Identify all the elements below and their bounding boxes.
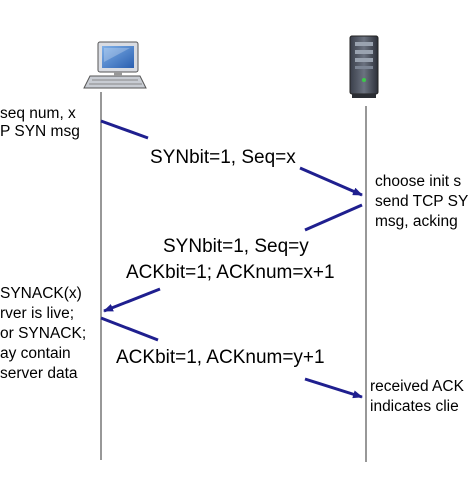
synack-message-label: ACKbit=1; ACKnum=x+1	[126, 262, 335, 283]
server-note-line: msg, acking	[375, 213, 458, 230]
ack-arrow-2	[304, 377, 363, 399]
server-tower-icon	[349, 35, 379, 98]
client-note-line: server data	[0, 365, 78, 382]
synack-arrow-1	[304, 203, 363, 232]
client-note-line: rver is live;	[0, 305, 75, 322]
synack-arrow-2	[103, 287, 161, 313]
desktop-computer-icon	[83, 41, 147, 89]
syn-message-label: SYNbit=1, Seq=x	[150, 147, 296, 168]
client-note-line: or SYNACK;	[0, 325, 87, 342]
syn-arrow-1	[100, 119, 149, 140]
ack-arrow-1	[100, 316, 159, 342]
client-note-line: P SYN msg	[0, 123, 80, 140]
client-note-line: seq num, x	[0, 105, 76, 122]
server-note-line: choose init s	[375, 173, 462, 190]
syn-arrow-2	[299, 166, 363, 197]
ack-message-label: ACKbit=1, ACKnum=y+1	[116, 347, 325, 368]
client-note-line: ay contain	[0, 345, 71, 362]
server-note-line: received ACK	[370, 378, 464, 395]
server-note-line: indicates clie	[370, 398, 459, 415]
client-note-line: SYNACK(x)	[0, 285, 82, 302]
server-note-line: send TCP SY	[375, 193, 469, 210]
synack-message-label: SYNbit=1, Seq=y	[163, 236, 309, 257]
